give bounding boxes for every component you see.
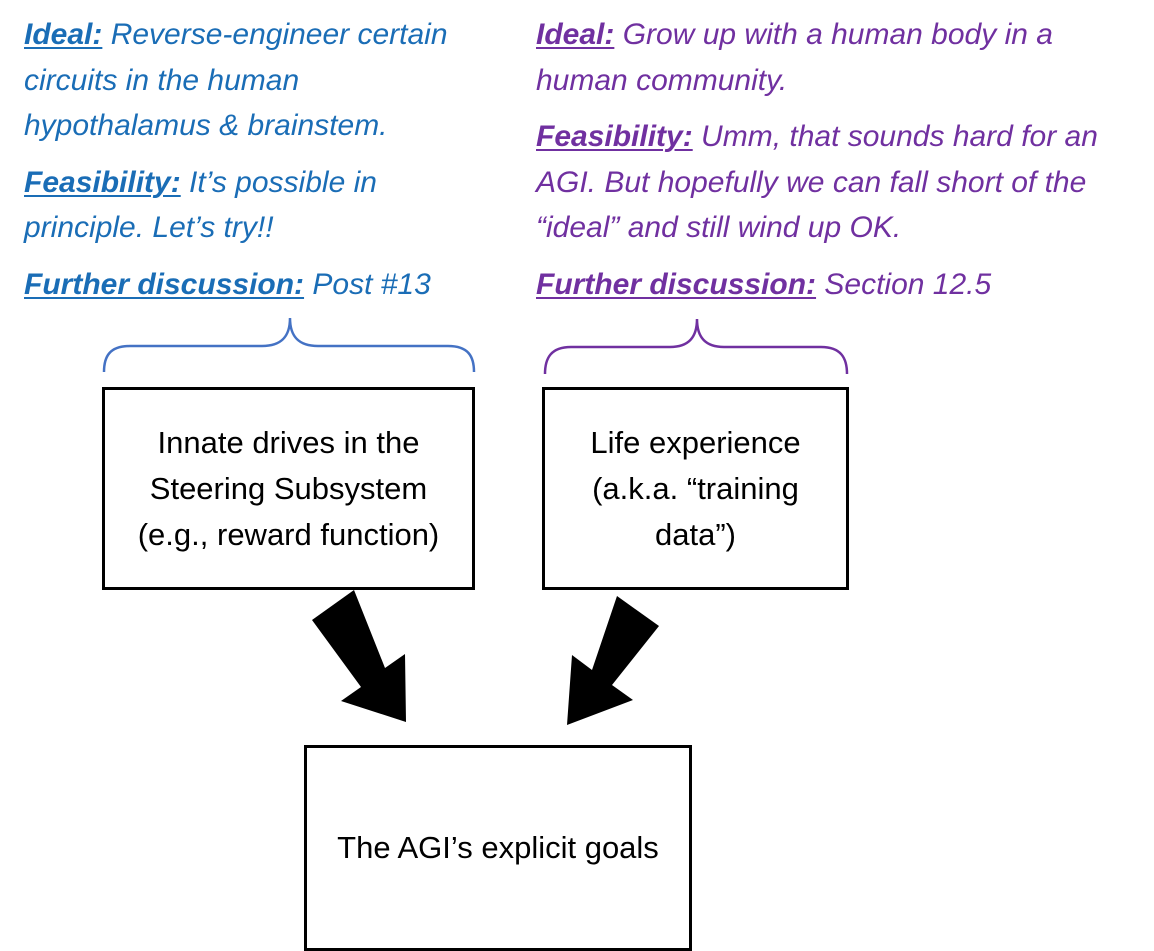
further-discussion-text-left: Post #13	[304, 267, 431, 301]
feasibility-paragraph-right: Feasibility: Umm, that sounds hard for a…	[536, 114, 1146, 251]
brace-left	[102, 317, 476, 373]
ideal-paragraph-left: Ideal: Reverse-engineer certain circuits…	[24, 12, 494, 149]
further-discussion-label-left: Further discussion:	[24, 267, 305, 301]
further-discussion-label-right: Further discussion:	[536, 267, 817, 301]
feasibility-paragraph-left: Feasibility: It’s possible in principle.…	[24, 160, 494, 251]
innate-drives-box: Innate drives in the Steering Subsystem …	[102, 387, 475, 590]
ideal-text-right: Grow up with a human body in a human com…	[536, 18, 1053, 97]
life-experience-text: Life experience (a.k.a. “training data”)	[590, 424, 801, 552]
feasibility-label-right: Feasibility:	[536, 120, 693, 153]
agi-explicit-goals-box: The AGI’s explicit goals	[304, 745, 692, 951]
further-discussion-paragraph-right: Further discussion: Section 12.5	[536, 262, 1146, 308]
feasibility-text-right: Umm, that sounds hard for an AGI. But ho…	[536, 120, 1098, 244]
life-experience-box: Life experience (a.k.a. “training data”)	[542, 387, 849, 590]
brace-right	[543, 318, 849, 375]
further-discussion-paragraph-left: Further discussion: Post #13	[24, 262, 494, 308]
further-discussion-text-right: Section 12.5	[816, 267, 992, 301]
feasibility-label-left: Feasibility:	[24, 165, 181, 199]
annotation-innate-drives: Ideal: Reverse-engineer certain circuits…	[24, 12, 494, 318]
ideal-label-right: Ideal:	[536, 18, 615, 51]
feasibility-text-left: It’s possible in principle. Let’s try!!	[24, 165, 377, 245]
ideal-label-left: Ideal:	[24, 18, 103, 51]
arrow-innate-to-goals	[312, 590, 406, 722]
agi-explicit-goals-text: The AGI’s explicit goals	[337, 830, 659, 865]
ideal-text-left: Reverse-engineer certain circuits in the…	[24, 18, 448, 142]
annotation-life-experience: Ideal: Grow up with a human body in a hu…	[536, 12, 1146, 318]
arrow-life-to-goals	[567, 596, 659, 725]
ideal-paragraph-right: Ideal: Grow up with a human body in a hu…	[536, 12, 1146, 103]
innate-drives-text: Innate drives in the Steering Subsystem …	[137, 424, 440, 552]
